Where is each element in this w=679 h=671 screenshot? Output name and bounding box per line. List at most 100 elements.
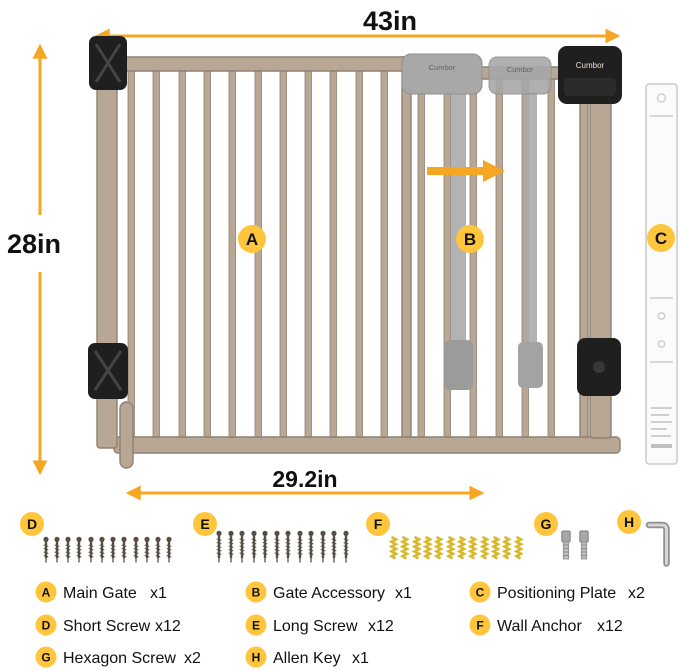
svg-text:C: C xyxy=(476,586,485,600)
svg-text:A: A xyxy=(246,230,258,249)
main-gate-bars xyxy=(115,56,412,444)
hardware-allen-key: H xyxy=(617,510,670,567)
main-gate-right-stile xyxy=(401,56,412,444)
svg-text:x2: x2 xyxy=(184,650,201,667)
short-screw-icon xyxy=(120,535,128,564)
brand-logo: Cumbor xyxy=(576,61,605,70)
legend-item-main-gate: A Main Gate x1 xyxy=(35,581,167,603)
svg-text:D: D xyxy=(27,516,37,532)
long-screw-icon xyxy=(296,529,304,564)
wall-anchor-set xyxy=(390,535,523,560)
top-right-mount-bracket: Cumbor xyxy=(558,46,622,104)
svg-text:G: G xyxy=(41,651,50,665)
hexagon-screw-icon xyxy=(561,530,571,560)
part-badge-positioning-plate: C xyxy=(647,224,675,252)
wall-anchor-icon xyxy=(390,535,398,560)
bottom-right-mount-bracket xyxy=(577,338,621,396)
height-label: 28in xyxy=(7,229,61,259)
legend-item-positioning-plate: C Positioning Plate x2 xyxy=(469,581,645,603)
legend-item-wall-anchor: F Wall Anchor x12 xyxy=(469,614,623,636)
svg-text:Short Screw: Short Screw xyxy=(63,618,151,635)
svg-text:H: H xyxy=(624,514,634,530)
wall-anchor-icon xyxy=(435,535,443,560)
long-screw-icon xyxy=(307,529,315,564)
brand-logo-ghost-1: Cumbor xyxy=(429,63,456,72)
svg-text:Wall Anchor: Wall Anchor xyxy=(497,618,582,635)
svg-text:B: B xyxy=(252,586,261,600)
svg-text:B: B xyxy=(464,230,476,249)
long-screw-icon xyxy=(319,529,327,564)
short-screw-icon xyxy=(75,535,83,564)
allen-key-icon xyxy=(645,521,670,567)
gate-assembly: Cumbor Cumbor Cumbor xyxy=(88,36,622,469)
svg-text:x12: x12 xyxy=(597,618,623,635)
long-screw-icon xyxy=(273,529,281,564)
legend-item-long-screw: E Long Screw x12 xyxy=(245,614,394,636)
long-screw-icon xyxy=(227,529,235,564)
svg-text:H: H xyxy=(252,651,261,665)
plate-screw-mark-2 xyxy=(657,340,666,348)
wall-anchor-icon xyxy=(413,535,421,560)
legend-item-hexagon-screw: G Hexagon Screw x2 xyxy=(35,646,201,668)
svg-text:x1: x1 xyxy=(150,585,167,602)
brand-logo-ghost-2: Cumbor xyxy=(507,65,534,74)
svg-text:F: F xyxy=(374,516,383,532)
legend-item-allen-key: H Allen Key x1 xyxy=(245,646,369,668)
top-width-label: 43in xyxy=(363,6,417,36)
svg-text:C: C xyxy=(655,229,667,248)
wall-anchor-icon xyxy=(458,535,466,560)
short-screw-icon xyxy=(109,535,117,564)
hardware-wall-anchors: F xyxy=(366,512,523,560)
legend: A Main Gate x1 B Gate Accessory x1 C Pos… xyxy=(35,581,645,668)
part-badge-main-gate: A xyxy=(238,225,266,253)
bottom-width-label: 29.2in xyxy=(272,466,337,492)
positioning-plate xyxy=(645,83,678,465)
short-screw-set xyxy=(42,535,173,564)
gate-bottom-rail xyxy=(113,436,621,454)
slide-position-ghost-1: Cumbor xyxy=(401,53,483,390)
hardware-short-screws: D xyxy=(20,512,173,564)
hardware-hexagon-screws: G xyxy=(534,512,589,560)
plate-hang-hole xyxy=(656,93,667,103)
wall-anchor-icon xyxy=(492,535,500,560)
svg-text:x1: x1 xyxy=(395,585,412,602)
hardware-long-screws: E xyxy=(193,512,350,564)
wall-anchor-icon xyxy=(515,535,523,560)
legend-item-gate-accessory: B Gate Accessory x1 xyxy=(245,581,412,603)
gate-accessory-bars xyxy=(405,66,589,446)
svg-text:D: D xyxy=(42,619,51,633)
long-screw-icon xyxy=(330,529,338,564)
svg-text:Positioning Plate: Positioning Plate xyxy=(497,585,616,602)
main-gate-top-rail xyxy=(115,56,409,72)
short-screw-icon xyxy=(87,535,95,564)
svg-text:E: E xyxy=(200,516,209,532)
long-screw-icon xyxy=(284,529,292,564)
svg-text:x12: x12 xyxy=(368,618,394,635)
hexagon-screw-icon xyxy=(579,530,589,560)
plate-instruction-text-block xyxy=(651,407,672,448)
short-screw-icon xyxy=(154,535,162,564)
short-screw-icon xyxy=(64,535,72,564)
short-screw-icon xyxy=(165,535,173,564)
short-screw-icon xyxy=(42,535,50,564)
gate-support-foot xyxy=(119,401,134,469)
long-screw-icon xyxy=(238,529,246,564)
legend-item-short-screw: D Short Screw x12 xyxy=(35,614,181,636)
left-height-dimension: 28in xyxy=(7,43,61,476)
wall-anchor-icon xyxy=(424,535,432,560)
long-screw-set xyxy=(215,529,350,564)
svg-text:Main Gate: Main Gate xyxy=(63,585,137,602)
long-screw-icon xyxy=(261,529,269,564)
short-screw-icon xyxy=(132,535,140,564)
svg-text:x12: x12 xyxy=(155,618,181,635)
plate-screw-mark-1 xyxy=(657,312,666,320)
bottom-width-dimension: 29.2in xyxy=(125,466,485,501)
bottom-left-mount-bracket xyxy=(88,343,128,399)
short-screw-icon xyxy=(143,535,151,564)
svg-text:Allen Key: Allen Key xyxy=(273,650,341,667)
svg-text:Long Screw: Long Screw xyxy=(273,618,358,635)
wall-anchor-icon xyxy=(503,535,511,560)
svg-text:A: A xyxy=(42,586,51,600)
